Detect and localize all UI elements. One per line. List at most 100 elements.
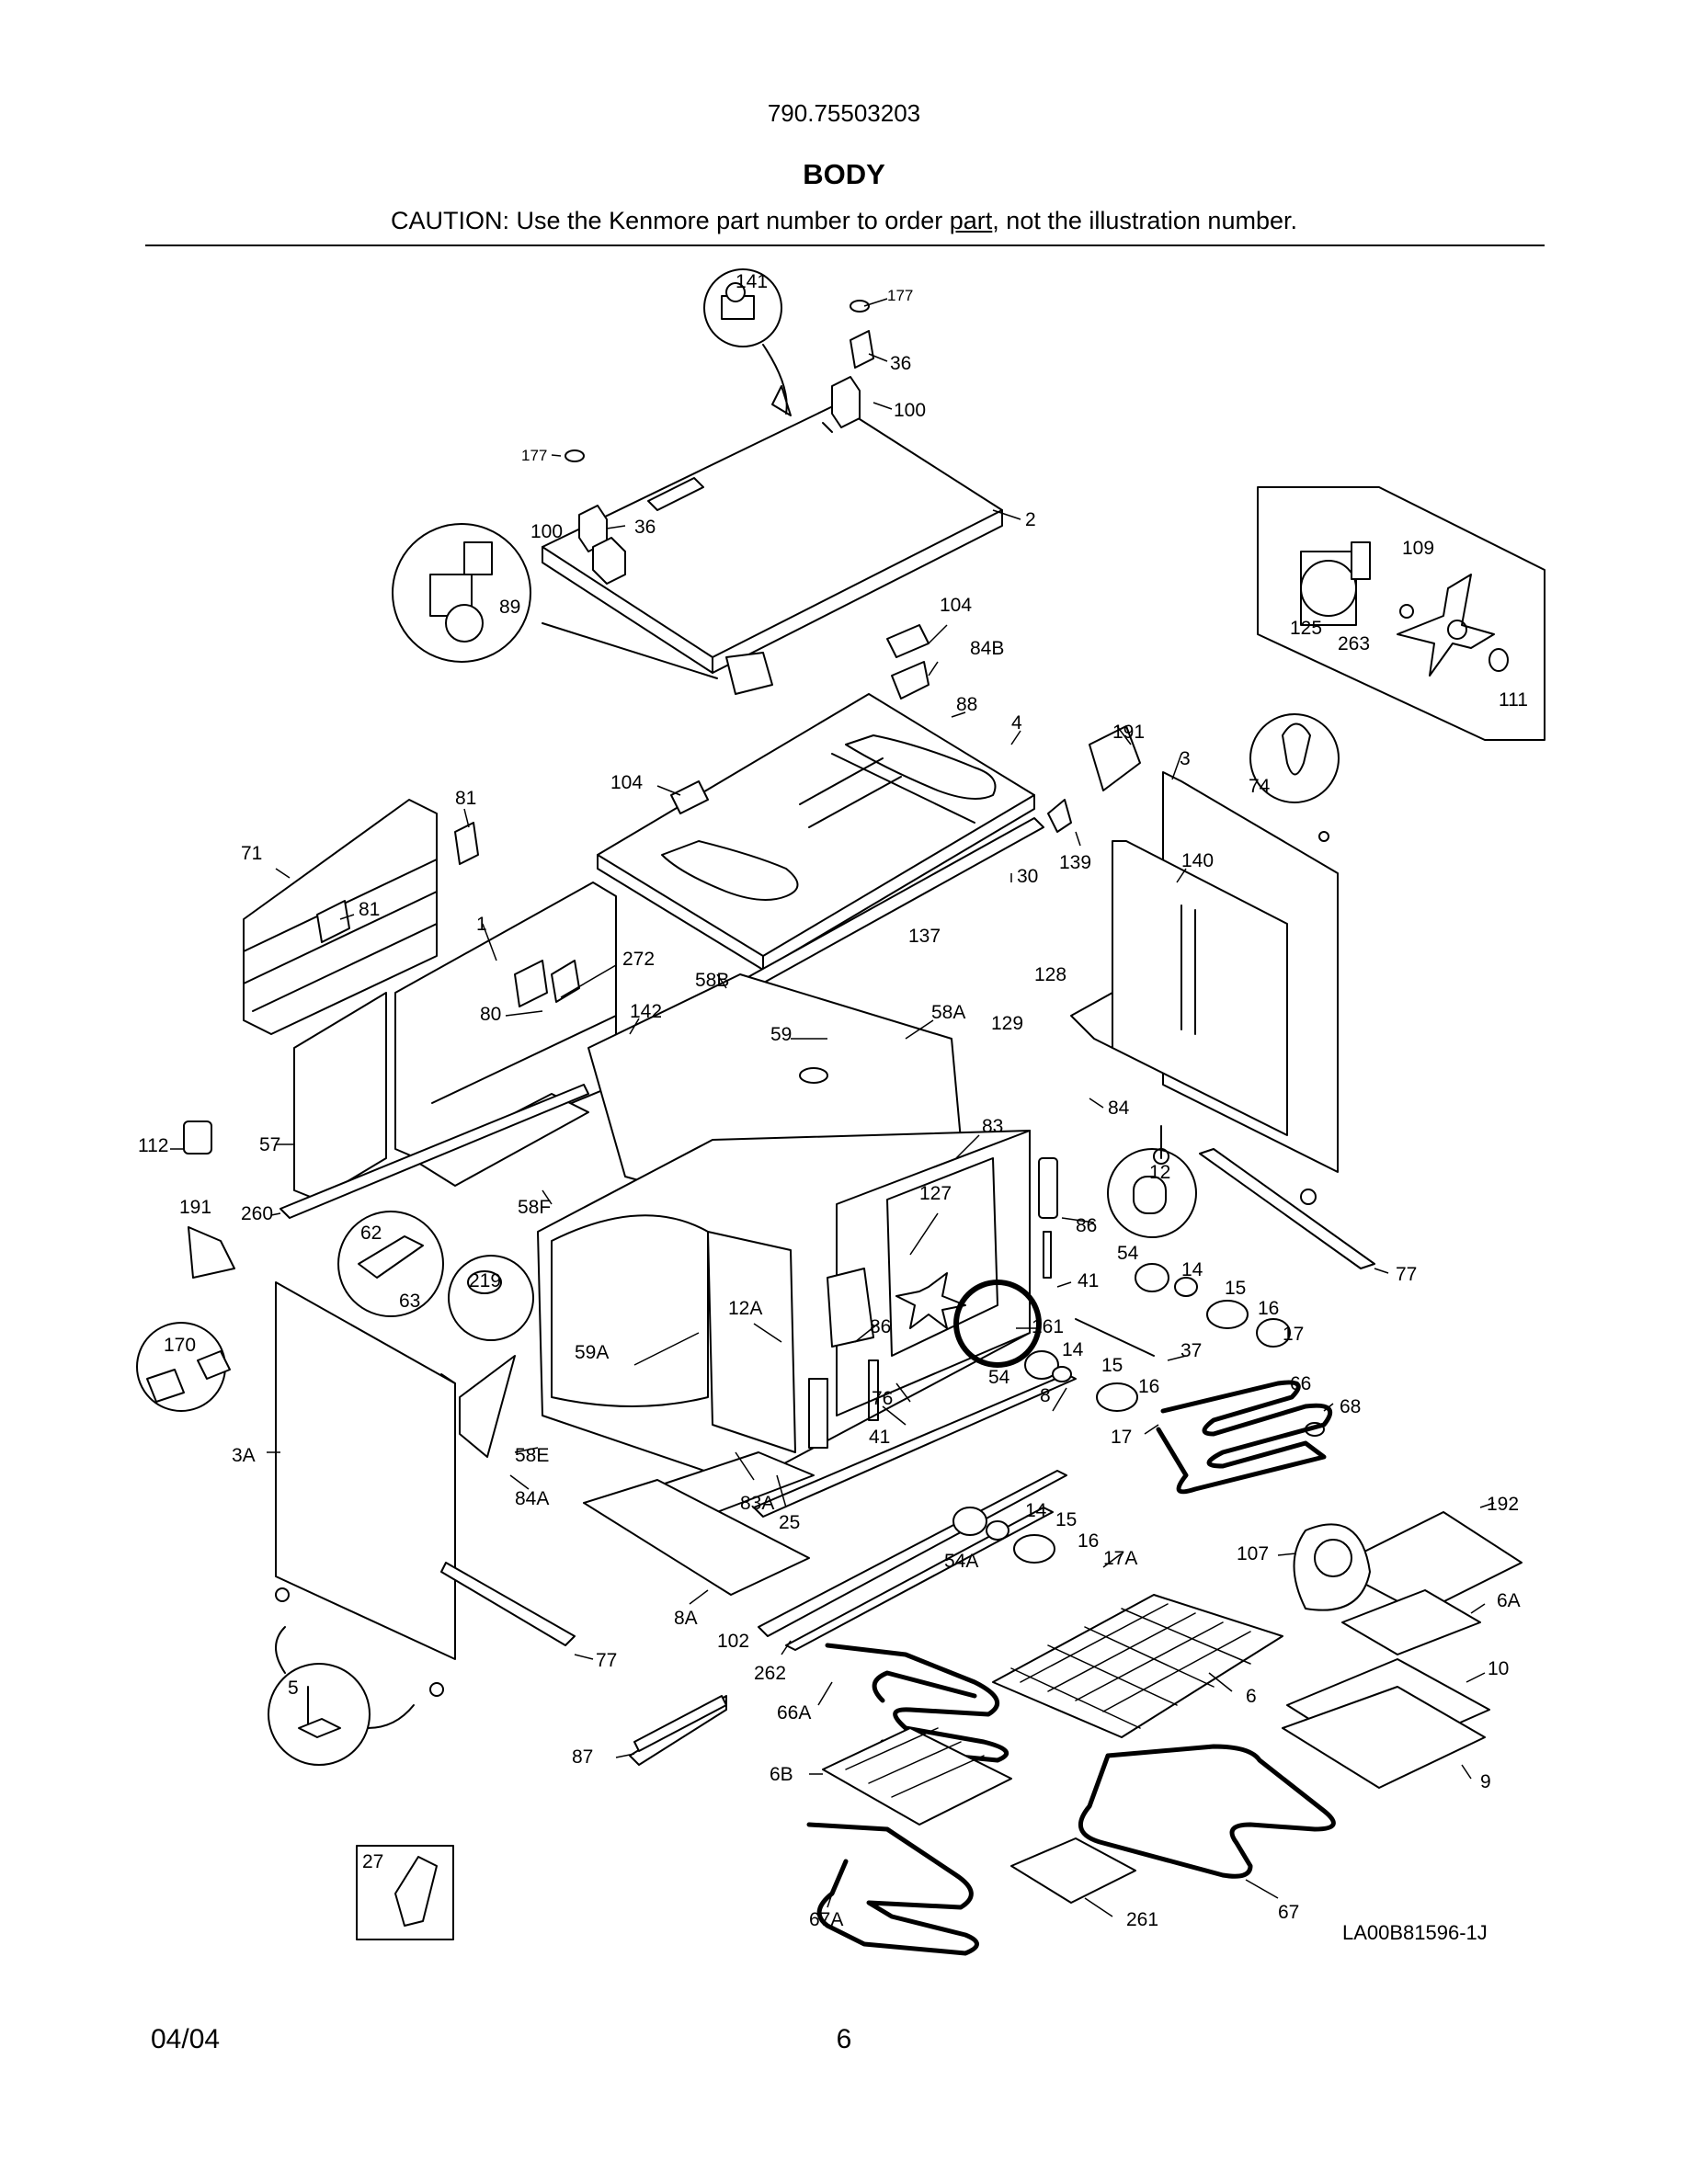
callout-9: 9 [1480, 1771, 1491, 1792]
side-panel-3a [275, 1281, 456, 1660]
callout-111: 111 [1499, 689, 1528, 711]
bracket-87 [633, 1695, 727, 1752]
front-frame-rail [753, 1373, 1077, 1518]
callout-58e: 58E [515, 1445, 549, 1466]
callout-88: 88 [956, 694, 977, 715]
callout-17: 17 [1283, 1324, 1304, 1345]
broiler-grid-192 [1332, 1511, 1523, 1614]
callout-161: 161 [1032, 1316, 1064, 1337]
callout-58f: 58F [518, 1197, 551, 1218]
callout-16: 16 [1138, 1376, 1159, 1397]
callout-circle-74 [1249, 713, 1340, 803]
callout-272: 272 [622, 949, 655, 970]
cooktop-support-panel [597, 693, 1035, 957]
callout-170: 170 [164, 1335, 196, 1356]
callout-219: 219 [469, 1270, 501, 1291]
oven-bottom-8a [583, 1479, 810, 1596]
callout-14: 14 [1181, 1259, 1203, 1280]
broil-pan-9 [1282, 1686, 1486, 1789]
callout-177: 177 [521, 447, 547, 464]
drawing-code: LA00B81596-1J [1342, 1921, 1488, 1944]
callout-261: 261 [1126, 1909, 1158, 1930]
callout-84b: 84B [970, 638, 1004, 659]
drip-tray-261 [1010, 1837, 1136, 1904]
callout-5: 5 [288, 1678, 299, 1699]
broil-element-66 [1156, 1380, 1333, 1495]
top-panel [542, 404, 1003, 658]
callout-74: 74 [1249, 776, 1271, 797]
callout-circle-5 [268, 1663, 371, 1766]
callout-12a: 12A [728, 1298, 762, 1319]
callout-circle-12 [1107, 1148, 1197, 1238]
callout-67a: 67A [809, 1909, 843, 1930]
callout-6: 6 [1246, 1686, 1257, 1707]
callout-25: 25 [779, 1512, 800, 1533]
callout-36: 36 [890, 353, 911, 374]
callout-41: 41 [869, 1427, 890, 1448]
callout-circle-62 [337, 1211, 444, 1317]
callout-81: 81 [455, 788, 476, 809]
side-rail-left [440, 1562, 576, 1646]
caution-text-end: , not the illustration number. [992, 207, 1297, 234]
rear-panel-57 [293, 992, 387, 1200]
callout-129: 129 [991, 1013, 1023, 1034]
callout-59a: 59A [575, 1342, 609, 1363]
callout-127: 127 [919, 1183, 952, 1204]
callout-87: 87 [572, 1746, 593, 1768]
oven-rack-6 [992, 1594, 1283, 1738]
callout-109: 109 [1402, 538, 1434, 559]
callout-100: 100 [530, 521, 563, 542]
callout-77: 77 [1396, 1264, 1417, 1285]
model-number: 790.75503203 [767, 99, 921, 127]
callout-58b: 58B [695, 970, 729, 991]
header-rule [145, 245, 1545, 246]
callout-12: 12 [1149, 1162, 1170, 1183]
callout-15: 15 [1225, 1278, 1246, 1299]
callout-139: 139 [1059, 852, 1091, 873]
callout-260: 260 [241, 1203, 273, 1224]
callout-62: 62 [360, 1223, 382, 1244]
callout-10: 10 [1488, 1658, 1509, 1679]
callout-4: 4 [1011, 712, 1022, 734]
callout-89: 89 [499, 597, 520, 618]
callout-84: 84 [1108, 1098, 1130, 1119]
callout-17a: 17A [1103, 1548, 1137, 1569]
callout-86: 86 [1076, 1215, 1097, 1236]
callout-30: 30 [1017, 866, 1038, 887]
callout-263: 263 [1338, 633, 1370, 654]
callout-36: 36 [634, 517, 656, 538]
callout-16: 16 [1078, 1530, 1099, 1552]
callout-102: 102 [717, 1631, 749, 1652]
callout-15: 15 [1055, 1509, 1077, 1530]
callout-circle-141 [703, 268, 782, 347]
bake-element-67 [1078, 1744, 1336, 1879]
page-number: 6 [836, 2024, 852, 2054]
callout-circle-89 [392, 523, 531, 663]
callout-112: 112 [138, 1135, 168, 1156]
callout-86: 86 [870, 1316, 891, 1337]
callout-circle-219 [448, 1255, 534, 1341]
callout-14: 14 [1025, 1500, 1047, 1521]
callout-192: 192 [1487, 1494, 1519, 1515]
callout-2: 2 [1025, 509, 1036, 530]
callout-77: 77 [596, 1650, 617, 1671]
page-header: 790.75503203 BODY CAUTION: Use the Kenmo… [0, 0, 1688, 257]
callout-54: 54 [1117, 1243, 1139, 1264]
callout-41: 41 [1078, 1270, 1099, 1291]
footer-date: 04/04 [151, 2024, 221, 2054]
callout-1: 1 [476, 914, 487, 935]
callout-54: 54 [988, 1367, 1010, 1388]
caution-text-start: CAUTION: Use the Kenmore part number to … [391, 207, 950, 234]
callout-140: 140 [1181, 850, 1214, 871]
callout-3a: 3A [232, 1445, 256, 1466]
callout-16: 16 [1258, 1298, 1279, 1319]
callout-71: 71 [241, 843, 262, 864]
callout-8: 8 [1040, 1385, 1051, 1406]
callout-68: 68 [1340, 1396, 1361, 1417]
callout-66: 66 [1290, 1373, 1311, 1394]
callout-177: 177 [887, 287, 913, 304]
callout-81: 81 [359, 899, 380, 920]
caution-underlined-word: part [949, 207, 993, 234]
callout-3: 3 [1180, 748, 1191, 769]
callout-27: 27 [362, 1851, 383, 1872]
